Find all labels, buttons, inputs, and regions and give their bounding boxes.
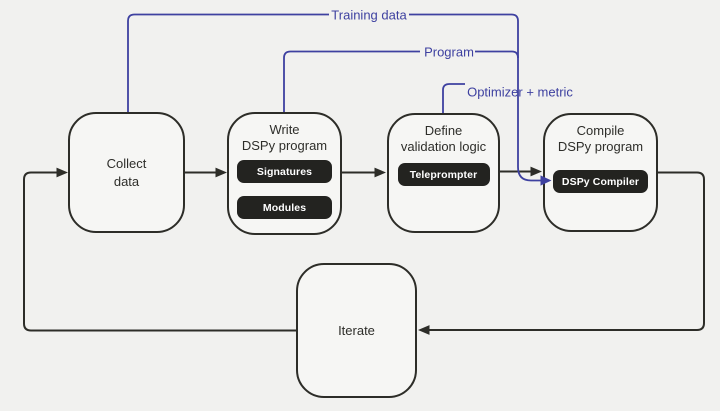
chip-list: Signatures Modules <box>237 160 332 219</box>
chip-dspy-compiler: DSPy Compiler <box>553 170 648 193</box>
arrowhead-into-define <box>374 167 386 178</box>
node-title-line: DSPy program <box>557 139 644 154</box>
edge-optimizer-metric <box>442 83 465 113</box>
node-title-line: validation logic <box>400 139 487 154</box>
node-write-dspy-program: Write DSPy program Signatures Modules <box>227 112 342 235</box>
node-iterate: Iterate <box>296 263 417 398</box>
chip-signatures: Signatures <box>237 160 332 183</box>
node-compile-dspy-program: Compile DSPy program DSPy Compiler <box>543 113 658 232</box>
node-title: Collect data <box>107 155 147 191</box>
edge-program-right <box>475 50 519 59</box>
node-title: Define validation logic <box>401 123 486 155</box>
node-title-line: Collect <box>106 155 147 171</box>
arrowhead-into-collect <box>56 167 68 178</box>
node-title: Iterate <box>338 323 375 339</box>
node-collect-data: Collect data <box>68 112 185 233</box>
chip-teleprompter: Teleprompter <box>397 163 490 186</box>
arrowhead-into-compile <box>530 166 542 177</box>
node-title-line: Define <box>424 123 463 138</box>
node-title-line: Write <box>269 122 300 137</box>
node-title-line: DSPy program <box>241 138 328 153</box>
node-title-line: Iterate <box>338 322 375 338</box>
edge-label-training-data: Training data <box>331 7 407 23</box>
edge-training-data-left <box>127 13 329 112</box>
arrowhead-into-write <box>215 167 227 178</box>
node-title: Compile DSPy program <box>558 123 643 155</box>
chip-modules: Modules <box>237 196 332 219</box>
edge-label-program: Program <box>424 44 474 60</box>
chip-list: Teleprompter <box>397 163 490 186</box>
edge-program-left <box>283 50 420 112</box>
node-title-line: Compile <box>576 123 625 138</box>
node-title-line: data <box>113 173 140 189</box>
edge-label-optimizer-metric: Optimizer + metric <box>467 84 573 100</box>
node-title: Write DSPy program <box>242 122 327 154</box>
chip-list: DSPy Compiler <box>553 170 648 193</box>
node-define-validation-logic: Define validation logic Teleprompter <box>387 113 500 233</box>
arrowhead-into-iterate <box>418 325 430 335</box>
